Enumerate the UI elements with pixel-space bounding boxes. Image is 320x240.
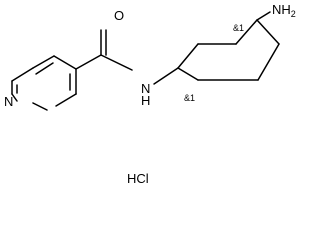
salt-label: HCl	[127, 171, 149, 186]
structure-diagram: N O N H &1 &1 NH2 HCl	[4, 2, 296, 186]
amide-nitrogen-label: N	[141, 81, 150, 96]
double-bond-inner	[35, 62, 54, 75]
bond	[256, 19, 280, 45]
bond	[53, 55, 77, 70]
bond	[177, 43, 199, 69]
amide-group	[75, 29, 133, 71]
bond	[257, 43, 280, 81]
bond	[32, 102, 48, 111]
stereo-label-2: &1	[233, 23, 244, 33]
amide-oxygen-label: O	[114, 8, 124, 23]
bond	[11, 67, 34, 82]
bond	[32, 55, 55, 69]
amine-subscript: 2	[291, 9, 296, 19]
cyclohexane-ring	[177, 19, 280, 81]
stereo-label-1: &1	[184, 93, 195, 103]
bond	[235, 19, 258, 45]
amine-text: NH	[272, 2, 291, 17]
amine-label: NH2	[272, 2, 296, 19]
bond	[11, 93, 18, 102]
bond	[75, 54, 102, 70]
bond	[100, 54, 133, 71]
bond	[55, 93, 77, 107]
bond	[256, 11, 271, 21]
bond	[153, 67, 179, 85]
pyridine-nitrogen-label: N	[4, 94, 13, 109]
pyridine-ring	[11, 55, 77, 111]
bond	[177, 67, 199, 81]
amide-hydrogen-label: H	[141, 93, 150, 108]
